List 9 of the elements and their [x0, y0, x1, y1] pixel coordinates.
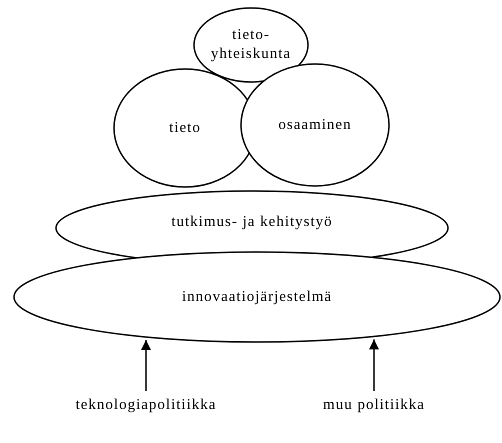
node-label: innovaatiojärjestelmä — [180, 288, 334, 306]
policy-label: muu politiikka — [314, 394, 434, 416]
arrow — [369, 339, 379, 391]
node-label: tieto — [168, 118, 202, 138]
node-label: tieto- yhteiskunta — [210, 26, 292, 64]
node-label: tutkimus- ja kehitystyö — [170, 212, 334, 232]
node-label: osaaminen — [277, 116, 353, 134]
policy-label: teknologiapolitiikka — [66, 394, 226, 416]
arrow — [141, 340, 151, 391]
